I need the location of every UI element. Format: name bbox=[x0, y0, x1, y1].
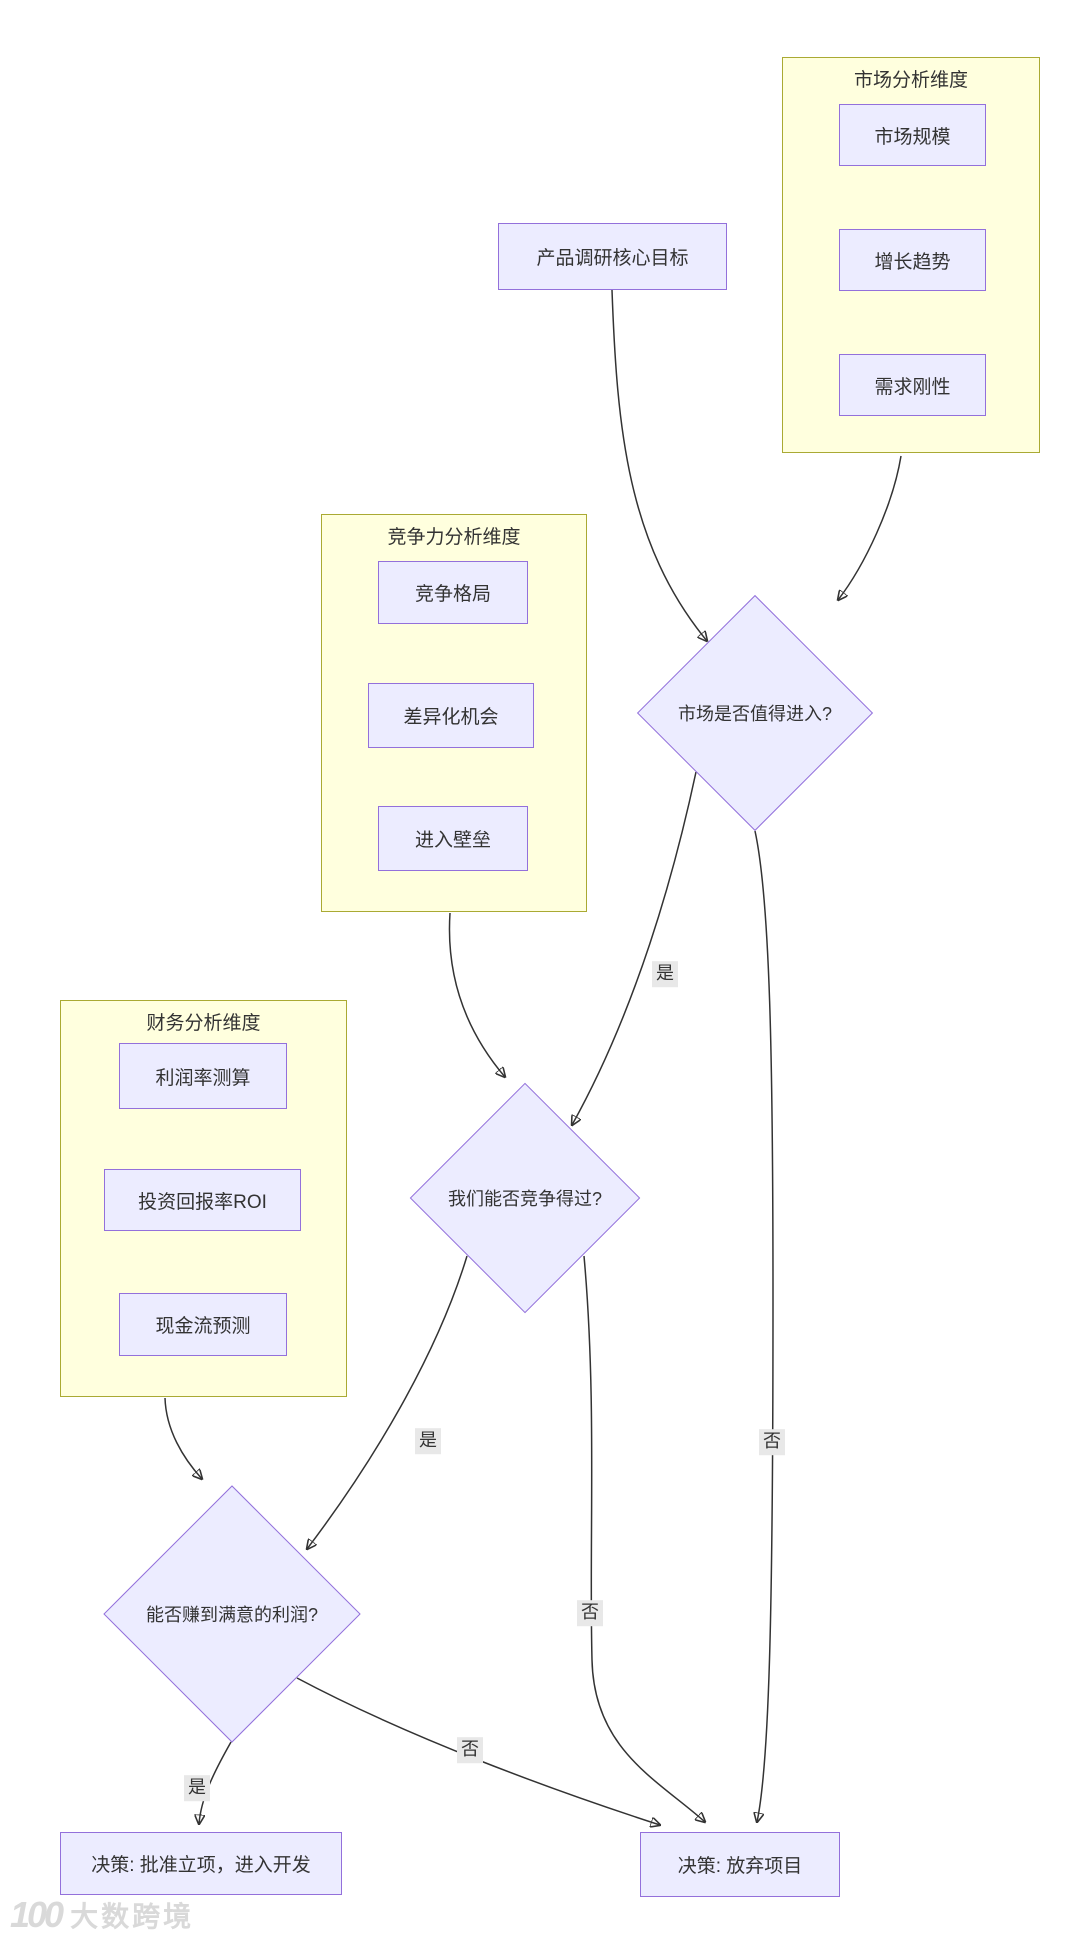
edge-competition-group-to-compete bbox=[448, 912, 505, 1077]
edge-compete-no-to-abandon bbox=[583, 1255, 705, 1822]
edge-market-group-to-market-worth bbox=[838, 455, 902, 600]
edge-root-to-market-worth bbox=[611, 289, 707, 641]
edge-label-profit-yes: 是 bbox=[184, 1775, 210, 1801]
node-demand-rigidity: 需求刚性 bbox=[839, 354, 986, 416]
edge-label-compete-no: 否 bbox=[577, 1600, 603, 1626]
edge-label-market-no: 否 bbox=[759, 1429, 785, 1455]
node-cashflow-forecast: 现金流预测 bbox=[119, 1293, 287, 1356]
edge-market-worth-yes-to-compete bbox=[572, 771, 697, 1125]
group-market-analysis-title: 市场分析维度 bbox=[853, 70, 968, 91]
edge-market-worth-no-to-abandon bbox=[755, 830, 774, 1822]
decision-market-worth-entering-label: 市场是否值得进入? bbox=[677, 704, 832, 724]
decision-market-worth-entering: 市场是否值得进入? bbox=[636, 594, 874, 832]
group-finance-analysis-title: 财务分析维度 bbox=[146, 1013, 261, 1034]
node-profit-margin-estimate: 利润率测算 bbox=[119, 1043, 287, 1109]
group-competition-analysis-title: 竞争力分析维度 bbox=[387, 527, 521, 548]
edge-label-profit-no: 否 bbox=[457, 1737, 483, 1763]
node-competitive-landscape: 竞争格局 bbox=[378, 561, 528, 624]
decision-satisfactory-profit-label: 能否赚到满意的利润? bbox=[145, 1605, 318, 1625]
edge-label-market-yes: 是 bbox=[652, 961, 678, 987]
watermark: 100 大数跨境 bbox=[10, 1894, 194, 1936]
decision-can-we-compete: 我们能否竞争得过? bbox=[409, 1082, 641, 1314]
group-market-analysis: 市场分析维度 市场规模 增长趋势 需求刚性 bbox=[782, 57, 1040, 453]
group-competition-analysis: 竞争力分析维度 竞争格局 差异化机会 进入壁垒 bbox=[321, 514, 587, 912]
node-entry-barrier: 进入壁垒 bbox=[378, 806, 528, 871]
node-growth-trend: 增长趋势 bbox=[839, 229, 986, 291]
node-market-size: 市场规模 bbox=[839, 104, 986, 166]
node-decision-approve: 决策: 批准立项，进入开发 bbox=[60, 1832, 342, 1895]
watermark-text: 大数跨境 bbox=[70, 1901, 195, 1932]
edge-label-compete-yes: 是 bbox=[415, 1428, 441, 1454]
node-research-core-goal: 产品调研核心目标 bbox=[498, 223, 727, 290]
watermark-logo: 100 bbox=[10, 1894, 64, 1935]
node-decision-abandon: 决策: 放弃项目 bbox=[640, 1832, 840, 1897]
edge-compete-yes-to-profit bbox=[307, 1255, 468, 1549]
node-differentiation-opportunity: 差异化机会 bbox=[368, 683, 534, 748]
decision-satisfactory-profit: 能否赚到满意的利润? bbox=[103, 1485, 361, 1743]
edge-finance-group-to-profit bbox=[164, 1397, 202, 1479]
node-roi: 投资回报率ROI bbox=[104, 1169, 301, 1231]
group-finance-analysis: 财务分析维度 利润率测算 投资回报率ROI 现金流预测 bbox=[60, 1000, 347, 1397]
decision-can-we-compete-label: 我们能否竞争得过? bbox=[447, 1189, 602, 1209]
